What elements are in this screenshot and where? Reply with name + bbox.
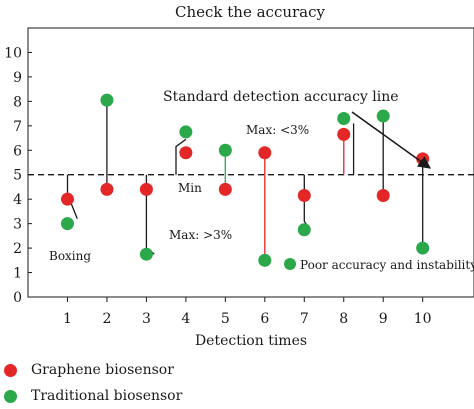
legend-traditional: Traditional biosensor	[4, 388, 182, 404]
x-tick-label: 6	[260, 311, 269, 327]
legend-traditional-label: Traditional biosensor	[31, 388, 183, 404]
traditional-point	[179, 125, 193, 139]
traditional-point	[60, 217, 74, 231]
annotation-min: Min	[178, 181, 202, 195]
y-tick-label: 3	[13, 217, 22, 233]
y-tick-label: 7	[13, 119, 22, 135]
legend-graphene-marker	[4, 363, 17, 377]
y-tick-label: 5	[13, 168, 22, 184]
graphene-point	[376, 189, 390, 203]
traditional-point	[139, 247, 153, 261]
x-tick-label: 3	[142, 311, 151, 327]
plot-frame	[27, 27, 474, 298]
arrow-line	[351, 111, 432, 169]
legend-graphene-label: Graphene biosensor	[31, 362, 174, 378]
y-tick-label: 1	[13, 266, 22, 282]
graphene-point	[258, 146, 272, 160]
graphene-point	[297, 189, 311, 203]
x-tick-label: 7	[300, 311, 309, 327]
y-tick-label: 9	[13, 70, 22, 86]
x-tick-label: 5	[221, 311, 230, 327]
traditional-point	[337, 111, 351, 125]
standard-line-label: Standard detection accuracy line	[163, 89, 399, 105]
x-tick-label: 8	[339, 311, 348, 327]
x-tick-label: 10	[414, 311, 432, 327]
annotation-poor-accuracy: Poor accuracy and instability	[300, 258, 474, 272]
traditional-point	[376, 109, 390, 123]
graphene-point	[60, 192, 74, 206]
connector-line	[175, 138, 187, 175]
chart-title: Check the accuracy	[175, 3, 326, 21]
x-tick-label: 4	[181, 311, 190, 327]
traditional-point	[258, 253, 272, 267]
x-tick-label: 9	[379, 311, 388, 327]
graphene-point	[100, 182, 114, 196]
graphene-point	[179, 146, 193, 160]
traditional-point	[100, 93, 114, 107]
y-axis-ticks: 0 1 2 3 4 5 6 7 8 9 10	[4, 45, 32, 306]
y-tick-label: 6	[13, 143, 22, 159]
y-tick-label: 0	[13, 290, 22, 306]
y-tick-label: 4	[13, 192, 22, 208]
legend-graphene: Graphene biosensor	[4, 362, 174, 378]
graphene-point	[139, 182, 153, 196]
traditional-point	[416, 241, 430, 255]
graphene-point	[337, 127, 351, 141]
x-axis-ticks: 1 2 3 4 5 6 7 8 9 10	[63, 297, 432, 327]
traditional-point	[297, 223, 311, 237]
legend-traditional-marker	[4, 389, 17, 403]
annotation-boxing: Boxing	[49, 249, 91, 263]
annotation-max-under: Max: <3%	[246, 123, 309, 137]
x-tick-label: 1	[63, 311, 72, 327]
y-tick-label: 10	[4, 45, 22, 61]
annotation-max-over: Max: >3%	[169, 228, 232, 242]
data-points	[60, 93, 430, 267]
graphene-point	[218, 182, 232, 196]
y-tick-label: 2	[13, 241, 22, 257]
annotation-marker-dot	[284, 258, 296, 270]
x-tick-label: 2	[102, 311, 111, 327]
traditional-point	[218, 143, 232, 157]
x-axis-label: Detection times	[195, 333, 307, 349]
y-tick-label: 8	[13, 94, 22, 110]
